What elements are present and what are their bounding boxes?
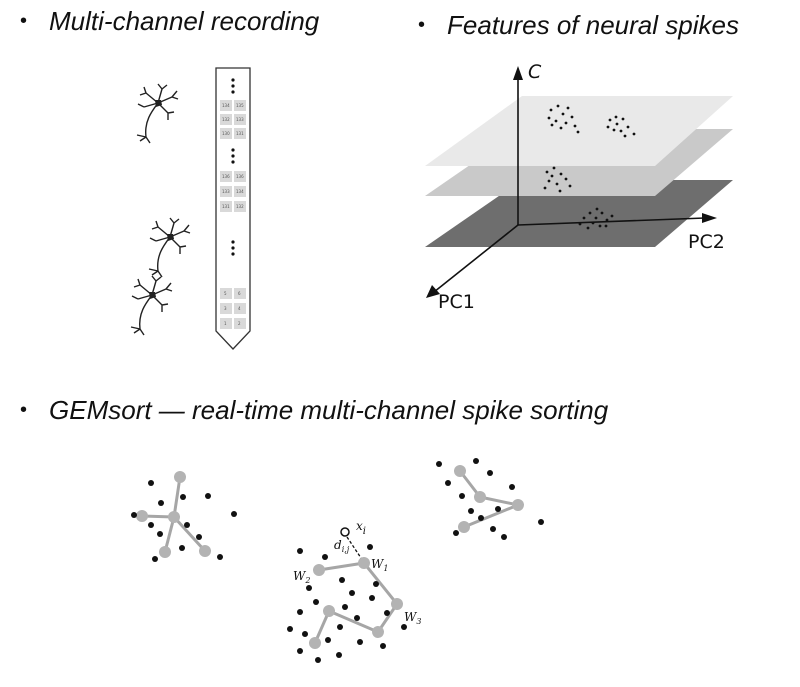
pad-label: 136 (236, 174, 244, 179)
bullet-text: GEMsort — real-time multi-channel spike … (49, 395, 609, 425)
pad-label: 135 (236, 103, 244, 108)
pad-label: 132 (236, 204, 244, 209)
plane-top (425, 96, 733, 166)
pad-label: 133 (222, 189, 230, 194)
w1-label: W1 (371, 557, 388, 573)
axis-pc2 (517, 217, 706, 226)
prototype-nodes (309, 557, 403, 649)
probe-ellipsis-mid (231, 148, 235, 164)
new-sample-xi: xi di,j (334, 519, 366, 559)
pad-label: 131 (222, 204, 230, 209)
plane-bottom (425, 180, 733, 247)
gemsort-cluster-middle: xi di,j W1 W2 W3 (287, 519, 421, 663)
pad-label: 2 (238, 321, 241, 326)
probe-pads-top: 134 135 132 133 130 131 (220, 100, 246, 139)
probe-pads-mid: 136 136 133 134 131 132 (220, 171, 246, 212)
neuron-1 (136, 83, 179, 144)
bullet-text: Multi-channel recording (49, 6, 320, 36)
axis-c-label: C (528, 61, 542, 83)
arrow-icon (513, 66, 523, 80)
bullet-dot: • (20, 10, 28, 32)
pad-label: 6 (238, 291, 241, 296)
bullet-dot: • (20, 399, 28, 421)
neuron-2 (148, 217, 191, 278)
axis-pc2-label: PC2 (688, 231, 725, 253)
spike-cluster-2 (606, 115, 636, 138)
axis-pc1 (433, 224, 519, 293)
pad-label: 134 (236, 189, 244, 194)
distance-label: di,j (334, 538, 350, 554)
pad-label: 136 (222, 174, 230, 179)
neuron-3 (130, 275, 173, 336)
x-label: xi (356, 519, 366, 537)
pad-label: 1 (224, 321, 227, 326)
pad-label: 134 (222, 103, 230, 108)
probe-pads-bottom: 5 6 3 4 1 2 (220, 288, 246, 329)
arrow-icon (426, 285, 440, 298)
gemsort-cluster-right (436, 458, 544, 540)
pad-label: 131 (236, 131, 244, 136)
w2-label: W2 (293, 569, 310, 585)
bullet-text: Features of neural spikes (447, 10, 739, 40)
spike-cluster-4 (578, 207, 614, 230)
pad-label: 130 (222, 131, 230, 136)
axis-pc1-label: PC1 (438, 291, 475, 313)
bullet-dot: • (418, 14, 426, 36)
probe-ellipsis-low (231, 240, 235, 256)
bullet-gemsort: • GEMsort — real-time multi-channel spike… (20, 395, 608, 426)
pad-label: 5 (224, 291, 227, 296)
pad-label: 3 (224, 306, 227, 311)
pad-label: 133 (236, 117, 244, 122)
electrode-probe: 134 135 132 133 130 131 136 136 133 134 … (215, 67, 251, 350)
arrow-icon (702, 213, 717, 223)
spike-cluster-1 (547, 104, 580, 134)
spike-cluster-3 (543, 166, 572, 193)
bullet-features-neural-spikes: • Features of neural spikes (418, 10, 739, 41)
pad-label: 4 (238, 306, 241, 311)
pad-label: 132 (222, 117, 230, 122)
feature-space-plot: C PC2 PC1 (425, 61, 733, 313)
probe-ellipsis-top (231, 78, 235, 94)
gemsort-cluster-left (131, 471, 237, 562)
bullet-multichannel-recording: • Multi-channel recording (20, 6, 319, 37)
w3-label: W3 (404, 610, 421, 626)
